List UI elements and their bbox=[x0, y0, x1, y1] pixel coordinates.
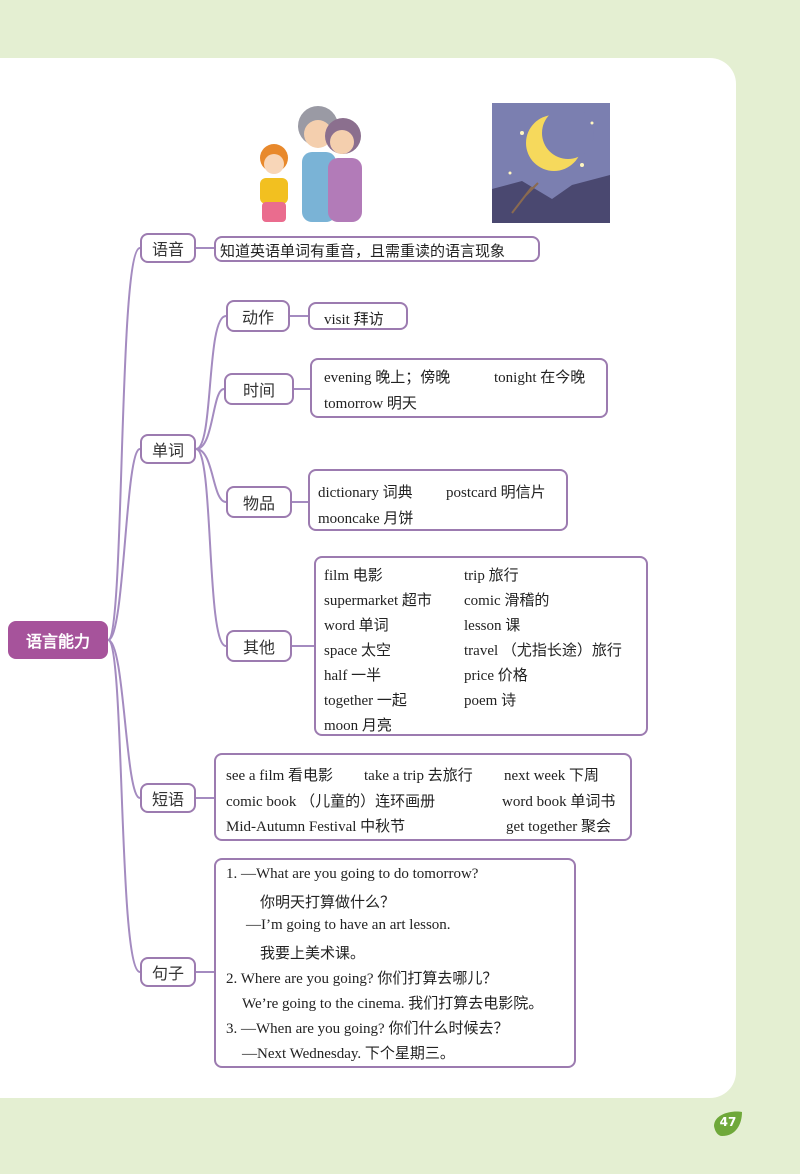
word-item: visit 拜访 bbox=[324, 312, 384, 328]
other-words-box: film 电影 trip 旅行 supermarket 超市 comic 滑稽的… bbox=[314, 556, 648, 736]
sentence-line: 2. Where are you going? 你们打算去哪儿？ bbox=[226, 971, 498, 987]
page-number: 47 bbox=[719, 1115, 737, 1129]
subcategory-others: 其他 bbox=[226, 630, 292, 662]
sentences-box: 1. —What are you going to do tomorrow? 你… bbox=[214, 858, 576, 1068]
sentence-line: We’re going to the cinema. 我们打算去电影院。 bbox=[242, 996, 544, 1012]
family-illustration bbox=[260, 106, 362, 222]
objects-words-box: dictionary 词典 postcard 明信片 mooncake 月饼 bbox=[308, 469, 568, 531]
phrase-item: word book 单词书 bbox=[502, 794, 616, 810]
moon-night-illustration bbox=[492, 103, 610, 223]
root-node: 语言能力 bbox=[8, 621, 108, 659]
category-sentences: 句子 bbox=[140, 957, 196, 987]
subcategory-action: 动作 bbox=[226, 300, 290, 332]
category-label: 语音 bbox=[151, 240, 184, 259]
word-item: supermarket 超市 bbox=[324, 593, 432, 609]
subcategory-label: 其他 bbox=[242, 638, 275, 657]
subcategory-label: 物品 bbox=[242, 494, 275, 513]
word-item: dictionary 词典 bbox=[318, 485, 413, 501]
word-item: film 电影 bbox=[324, 568, 383, 584]
phrase-item: take a trip 去旅行 bbox=[364, 768, 473, 784]
phrase-item: see a film 看电影 bbox=[226, 768, 334, 784]
subcategory-label: 时间 bbox=[242, 381, 275, 400]
leaf-icon bbox=[714, 1111, 742, 1136]
word-item: travel （尤指长途）旅行 bbox=[464, 643, 622, 659]
sentence-line: —I’m going to have an art lesson. bbox=[246, 917, 451, 933]
phrase-item: comic book （儿童的）连环画册 bbox=[226, 794, 436, 810]
word-item: together 一起 bbox=[324, 693, 407, 709]
phrases-box: see a film 看电影 take a trip 去旅行 next week… bbox=[214, 753, 632, 841]
word-item: space 太空 bbox=[324, 643, 392, 659]
word-item: poem 诗 bbox=[464, 693, 517, 709]
sentence-line: 你明天打算做什么？ bbox=[260, 895, 396, 911]
sentence-line: 3. —When are you going? 你们什么时候去？ bbox=[226, 1021, 509, 1037]
category-label: 句子 bbox=[151, 964, 184, 983]
category-pronunciation: 语音 bbox=[140, 233, 196, 263]
word-item: postcard 明信片 bbox=[446, 485, 546, 501]
subcategory-objects: 物品 bbox=[226, 486, 292, 518]
phrase-item: Mid-Autumn Festival 中秋节 bbox=[226, 819, 406, 835]
word-item: evening 晚上；傍晚 bbox=[324, 370, 451, 386]
category-phrases: 短语 bbox=[140, 783, 196, 813]
word-item: half 一半 bbox=[324, 668, 382, 684]
word-item: word 单词 bbox=[324, 618, 389, 634]
time-words-box: evening 晚上；傍晚 tonight 在今晚 tomorrow 明天 bbox=[310, 358, 608, 418]
word-item: mooncake 月饼 bbox=[318, 511, 414, 527]
pronunciation-box: 知道英语单词有重音，且需重读的语言现象 bbox=[214, 236, 540, 262]
phrase-item: next week 下周 bbox=[504, 768, 599, 784]
category-words: 单词 bbox=[140, 434, 196, 464]
subcategory-label: 动作 bbox=[241, 308, 274, 327]
phrase-item: get together 聚会 bbox=[506, 819, 611, 835]
word-item: tonight 在今晚 bbox=[494, 370, 586, 386]
sentence-line: 我要上美术课。 bbox=[260, 946, 366, 962]
subcategory-time: 时间 bbox=[224, 373, 294, 405]
category-label: 单词 bbox=[151, 441, 184, 460]
word-item: trip 旅行 bbox=[464, 568, 519, 584]
sentence-line: 1. —What are you going to do tomorrow? bbox=[226, 866, 479, 882]
page-number-badge: 47 bbox=[712, 1110, 744, 1138]
word-item: price 价格 bbox=[464, 668, 528, 684]
word-item: moon 月亮 bbox=[324, 718, 392, 734]
word-item: tomorrow 明天 bbox=[324, 396, 417, 412]
word-item: comic 滑稽的 bbox=[464, 593, 550, 609]
pronunciation-text: 知道英语单词有重音，且需重读的语言现象 bbox=[220, 244, 506, 260]
action-words-box: visit 拜访 bbox=[308, 302, 408, 330]
sentence-line: —Next Wednesday. 下个星期三。 bbox=[242, 1046, 455, 1062]
word-item: lesson 课 bbox=[464, 618, 521, 634]
category-label: 短语 bbox=[151, 790, 184, 809]
